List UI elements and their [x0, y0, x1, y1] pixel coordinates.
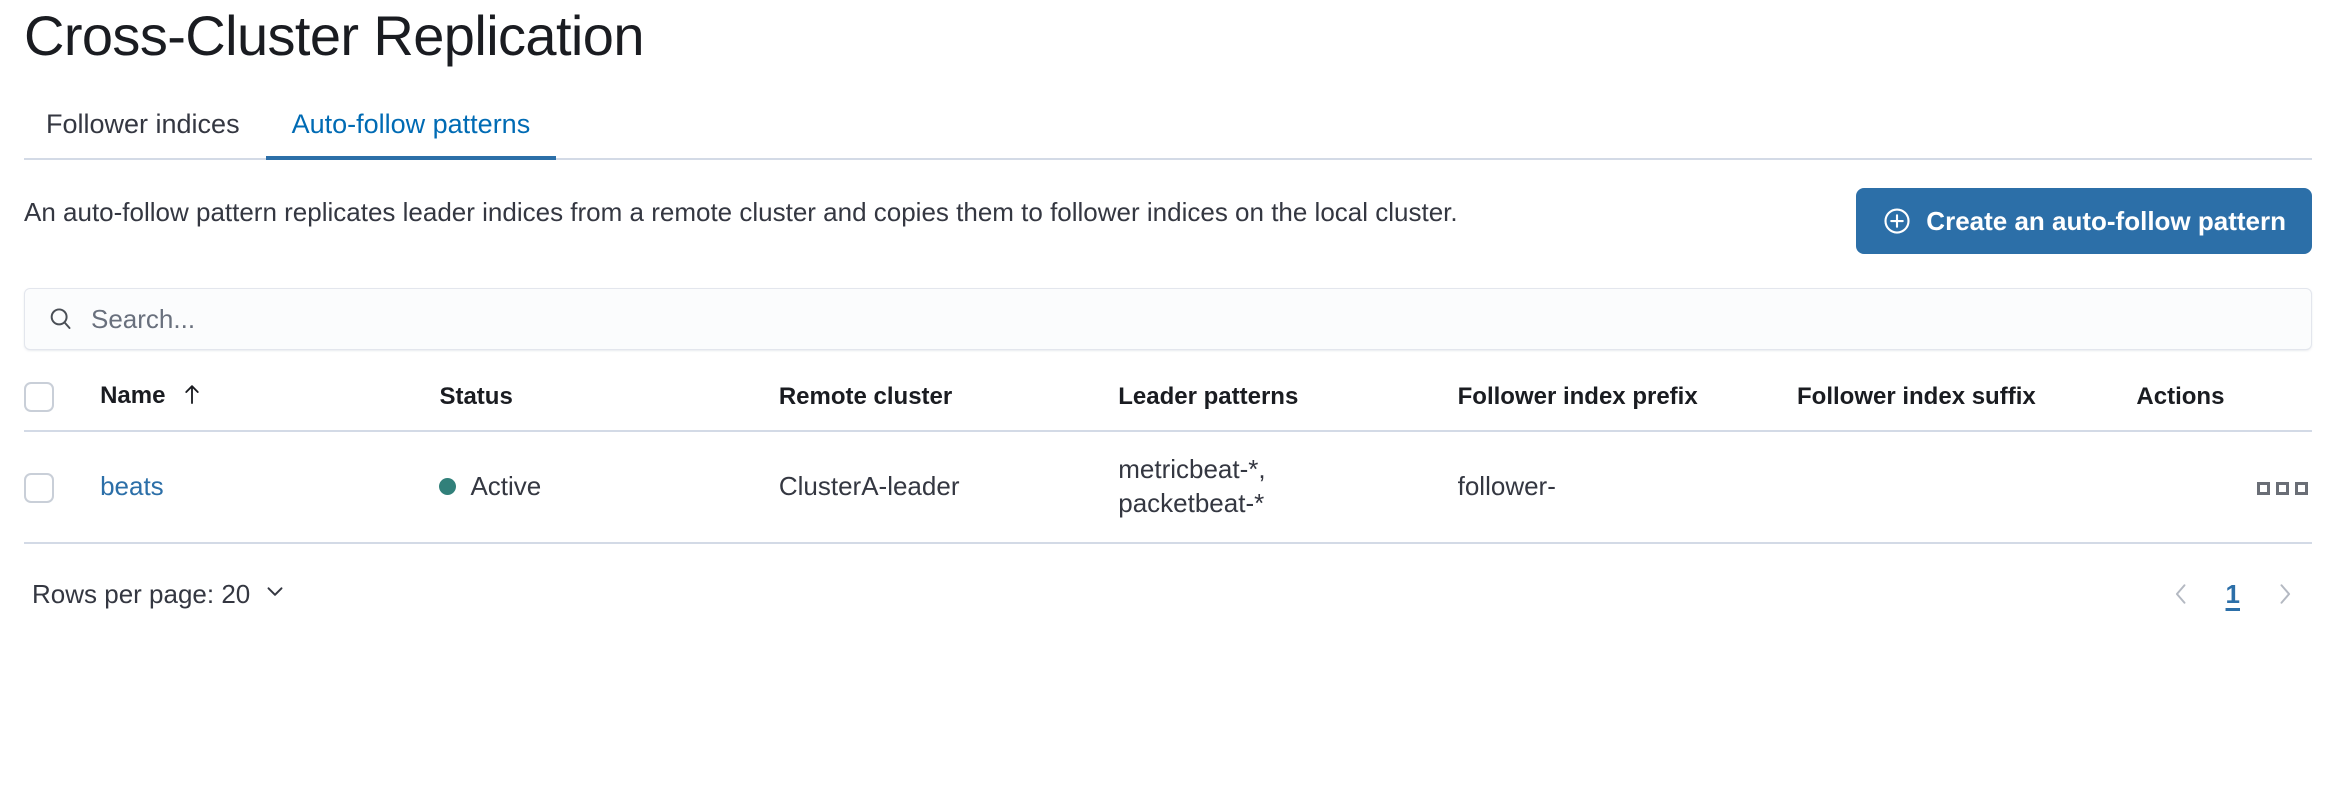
select-all-header	[24, 372, 101, 432]
column-header-follower-index-prefix-label: Follower index prefix	[1457, 383, 1698, 410]
actions-square-2	[2276, 482, 2289, 495]
column-header-leader-patterns[interactable]: Leader patterns	[1118, 372, 1458, 432]
column-header-actions: Actions	[2136, 372, 2312, 432]
table-header-row: Name Status Remote cluster Leader patter…	[24, 372, 2312, 432]
table-footer: Rows per page: 20 1	[24, 572, 2312, 616]
page-title: Cross-Cluster Replication	[24, 4, 644, 67]
search-input[interactable]	[91, 303, 2289, 335]
table-header: Name Status Remote cluster Leader patter…	[24, 372, 2312, 432]
status-dot-icon	[439, 477, 457, 495]
actions-square-1	[2257, 482, 2270, 495]
cell-actions	[2136, 431, 2312, 544]
chevron-down-icon	[262, 578, 288, 611]
column-header-follower-index-prefix[interactable]: Follower index prefix	[1457, 372, 1798, 432]
column-header-actions-label: Actions	[2136, 383, 2225, 410]
auto-follow-patterns-table: Name Status Remote cluster Leader patter…	[24, 372, 2312, 544]
chevron-left-icon[interactable]	[2168, 578, 2194, 610]
cell-status: Active	[439, 431, 779, 544]
search-bar[interactable]	[24, 288, 2312, 350]
more-actions-icon[interactable]	[2253, 478, 2312, 499]
pagination-page-1[interactable]: 1	[2220, 579, 2246, 610]
create-auto-follow-pattern-label: Create an auto-follow pattern	[1926, 205, 2286, 236]
column-header-status[interactable]: Status	[439, 372, 779, 432]
chevron-right-icon[interactable]	[2272, 578, 2298, 610]
column-header-leader-patterns-label: Leader patterns	[1118, 383, 1299, 410]
table-body: beats Active ClusterA-leader metricbeat-…	[24, 431, 2312, 544]
row-select-cell	[24, 431, 101, 544]
plus-in-circle-icon	[1882, 206, 1912, 236]
column-header-remote-cluster[interactable]: Remote cluster	[778, 372, 1119, 432]
create-auto-follow-pattern-button[interactable]: Create an auto-follow pattern	[1856, 188, 2312, 254]
search-icon	[47, 305, 75, 333]
tab-follower-indices[interactable]: Follower indices	[24, 108, 266, 158]
row-checkbox[interactable]	[24, 473, 54, 504]
tab-auto-follow-patterns[interactable]: Auto-follow patterns	[265, 108, 557, 160]
leader-patterns-value: metricbeat-*, packetbeat-*	[1118, 454, 1266, 518]
cell-remote-cluster: ClusterA-leader	[778, 431, 1119, 544]
cell-name: beats	[100, 431, 440, 544]
table-row: beats Active ClusterA-leader metricbeat-…	[24, 431, 2312, 544]
status-badge: Active	[439, 469, 541, 503]
intro-row: An auto-follow pattern replicates leader…	[24, 188, 2312, 254]
column-header-status-label: Status	[439, 383, 513, 410]
arrow-up-icon	[182, 383, 202, 412]
actions-square-3	[2295, 482, 2308, 495]
pagination: 1	[2168, 578, 2312, 610]
status-label: Active	[470, 471, 542, 502]
cell-follower-index-prefix: follower-	[1457, 431, 1798, 544]
rows-per-page-select[interactable]: Rows per page: 20	[24, 578, 296, 611]
rows-per-page-label: Rows per page: 20	[32, 578, 251, 609]
cell-follower-index-suffix	[1797, 431, 2137, 544]
column-header-remote-cluster-label: Remote cluster	[778, 383, 953, 410]
cell-leader-patterns: metricbeat-*, packetbeat-*	[1118, 431, 1458, 544]
tab-bar: Follower indices Auto-follow patterns	[24, 98, 2312, 160]
auto-follow-pattern-link[interactable]: beats	[100, 471, 164, 501]
column-header-follower-index-suffix[interactable]: Follower index suffix	[1797, 372, 2137, 432]
column-header-follower-index-suffix-label: Follower index suffix	[1797, 383, 2036, 410]
column-header-name-label: Name	[100, 382, 166, 409]
page-description: An auto-follow pattern replicates leader…	[24, 197, 1458, 227]
column-header-name[interactable]: Name	[100, 372, 440, 432]
select-all-checkbox[interactable]	[24, 382, 54, 412]
